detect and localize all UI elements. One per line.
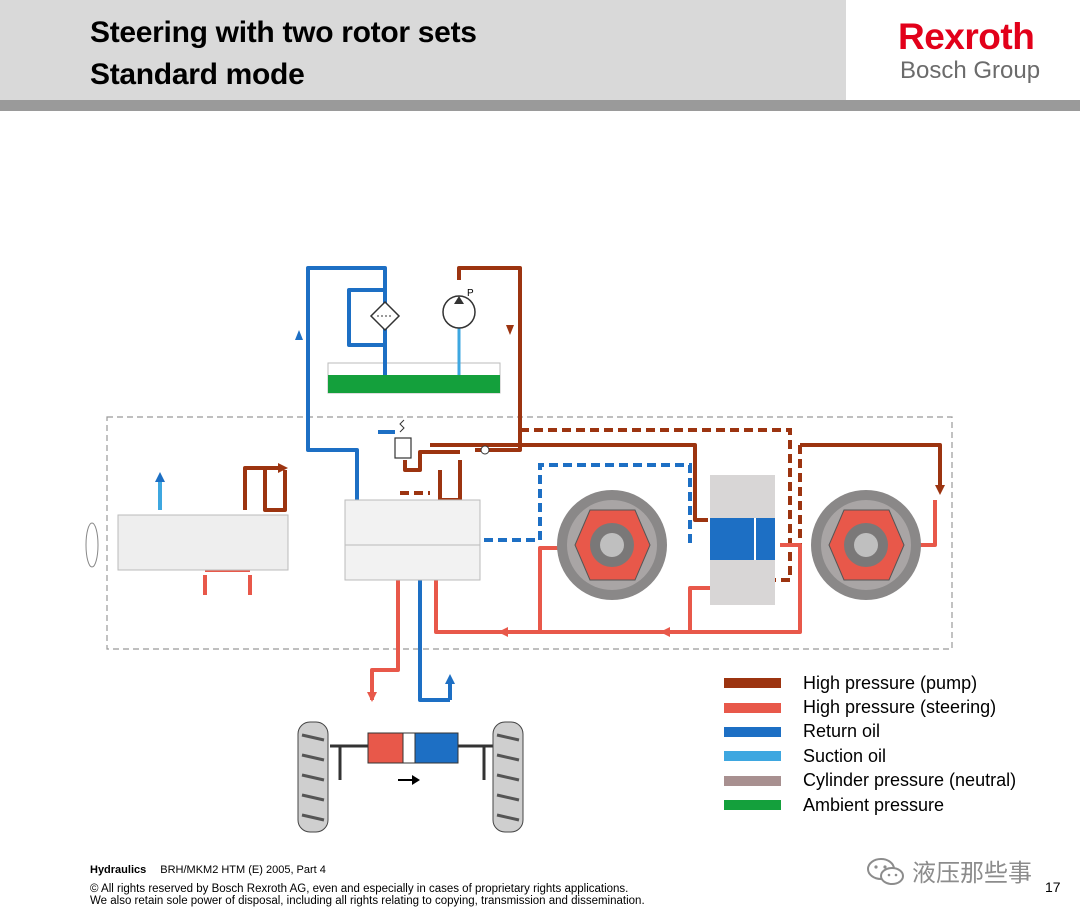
slide-subtitle: Standard mode <box>90 58 305 91</box>
up-arrow <box>155 472 165 482</box>
footer-hydraulics: Hydraulics <box>90 864 147 876</box>
housing-outline <box>106 416 953 650</box>
down-arrow <box>935 485 945 495</box>
footer-doc-ref: BRH/MKM2 HTM (E) 2005, Part 4 <box>160 864 326 876</box>
control-valve-block <box>344 499 481 581</box>
bosch-group-logo: Bosch Group <box>900 57 1041 84</box>
wechat-icon <box>867 858 904 885</box>
header-rule <box>0 100 1080 111</box>
rotor-set-1 <box>557 490 667 600</box>
copyright-line-1: © All rights reserved by Bosch Rexroth A… <box>90 883 629 895</box>
footer-copyright: © All rights reserved by Bosch Rexroth A… <box>90 883 730 907</box>
selector-spool <box>710 518 775 560</box>
steering-unit <box>117 514 289 571</box>
copyright-line-2: We also retain sole power of disposal, i… <box>90 895 645 907</box>
relief-valve <box>394 437 412 459</box>
ambient-oil-level <box>328 375 500 393</box>
legend-label-cylinder: Cylinder pressure (neutral) <box>803 770 1017 790</box>
watermark-text: 液压那些事 <box>912 859 1032 887</box>
legend-swatches <box>724 678 781 810</box>
wheel-right <box>492 721 524 833</box>
down-arrow-steer <box>367 692 377 702</box>
logo-box <box>846 0 1080 100</box>
slide-title: Steering with two rotor sets <box>90 16 477 49</box>
pump-label: P <box>467 288 474 299</box>
steering-rotation-icon <box>85 522 99 568</box>
steering-cylinder <box>330 732 495 780</box>
legend-label-pump: High pressure (pump) <box>803 673 978 693</box>
footer-ref: Hydraulics BRH/MKM2 HTM (E) 2005, Part 4 <box>90 864 326 876</box>
left-arrow-2 <box>660 627 670 637</box>
legend-label-return: Return oil <box>803 721 881 741</box>
right-arrow <box>278 463 288 473</box>
title-band <box>0 0 846 100</box>
rotor-set-2 <box>811 490 921 600</box>
slide-header: Steering with two rotor sets Standard mo… <box>0 0 1080 112</box>
page-number: 17 <box>1045 879 1061 895</box>
return-oil-lines <box>306 266 452 702</box>
down-arrow-pump <box>506 325 514 335</box>
check-valve <box>480 445 490 455</box>
wheel-left <box>297 721 329 833</box>
direction-arrow <box>412 775 420 785</box>
left-arrow <box>498 627 508 637</box>
up-arrow-cyl <box>445 674 455 684</box>
legend-label-steering: High pressure (steering) <box>803 697 997 717</box>
rexroth-logo: Rexroth <box>898 16 1035 57</box>
legend-label-suction: Suction oil <box>803 746 887 766</box>
up-arrow-return <box>295 330 303 340</box>
legend-label-ambient: Ambient pressure <box>803 795 945 815</box>
